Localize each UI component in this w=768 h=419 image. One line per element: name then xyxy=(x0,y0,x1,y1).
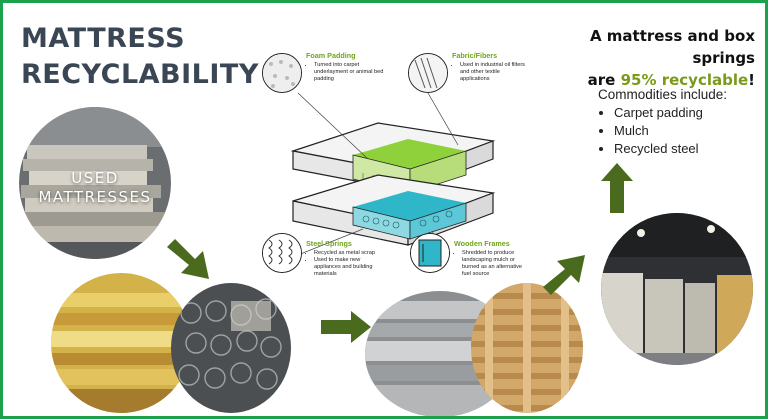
commodity-item: Mulch xyxy=(614,122,727,140)
fabric-thumbnail xyxy=(408,53,448,93)
title-line-2: RECYCLABILITY xyxy=(21,59,259,90)
arrow-up-icon xyxy=(601,163,633,213)
steel-springs-bullet: Used to make new appliances and building… xyxy=(314,257,384,278)
headline-prefix: are xyxy=(587,71,621,89)
steel-springs-bullet: Recycled as metal scrap xyxy=(314,250,384,257)
recyclable-percent-highlight: 95% recyclable xyxy=(620,71,749,89)
title-line-1: MATTRESS xyxy=(21,23,186,54)
foam-scraps-photo xyxy=(51,273,191,413)
wooden-frames-heading: Wooden Frames xyxy=(454,239,510,248)
steel-springs-heading: Steel Springs xyxy=(306,239,352,248)
fabric-fibers-callout: Fabric/Fibers Used in industrial oil fil… xyxy=(452,51,530,83)
commodity-item: Recycled steel xyxy=(614,140,727,158)
used-mattresses-label: USED MATTRESSES xyxy=(19,169,171,207)
headline-line-2: are 95% recyclable! xyxy=(523,69,755,91)
arrow-down-right-icon xyxy=(167,239,209,279)
arrow-right-icon xyxy=(321,311,371,343)
wooden-frames-callout: Wooden Frames Shredded to produce landsc… xyxy=(454,239,532,278)
foam-padding-callout: Foam Padding Turned into carpet underlay… xyxy=(306,51,384,83)
headline-line-1: A mattress and box springs xyxy=(589,27,755,67)
wooden-pallets-photo xyxy=(471,283,583,413)
arrow-up-right-icon xyxy=(543,255,585,295)
fabric-fibers-heading: Fabric/Fibers xyxy=(452,51,498,60)
wooden-frames-bullet: Shredded to produce landscaping mulch or… xyxy=(462,250,532,278)
mattress-layers-diagram: Foam Padding Turned into carpet underlay… xyxy=(258,33,528,303)
commodity-item: Carpet padding xyxy=(614,104,727,122)
commodities-list: Commodities include: Carpet padding Mulc… xyxy=(598,87,727,158)
fabric-fibers-bullet: Used in industrial oil filters and other… xyxy=(460,62,530,83)
wooden-frames-thumbnail xyxy=(410,233,450,273)
warehouse-bales-photo xyxy=(601,213,753,365)
foam-padding-bullet: Turned into carpet underlayment or anima… xyxy=(314,62,384,83)
foam-padding-heading: Foam Padding xyxy=(306,51,356,60)
page-title: MATTRESS RECYCLABILITY xyxy=(21,21,259,93)
steel-springs-thumbnail xyxy=(262,233,302,273)
springs-scrap-photo xyxy=(171,283,291,413)
mattress-layers-illustration xyxy=(290,92,496,256)
used-label-line-2: MATTRESSES xyxy=(38,188,152,206)
used-mattresses-photo: USED MATTRESSES xyxy=(19,107,171,259)
foam-thumbnail xyxy=(262,53,302,93)
recyclability-headline: A mattress and box springs are 95% recyc… xyxy=(523,25,755,91)
steel-springs-callout: Steel Springs Recycled as metal scrap Us… xyxy=(306,239,384,278)
headline-suffix: ! xyxy=(748,71,755,89)
commodities-label: Commodities include: xyxy=(598,87,728,102)
used-label-line-1: USED xyxy=(71,169,119,187)
